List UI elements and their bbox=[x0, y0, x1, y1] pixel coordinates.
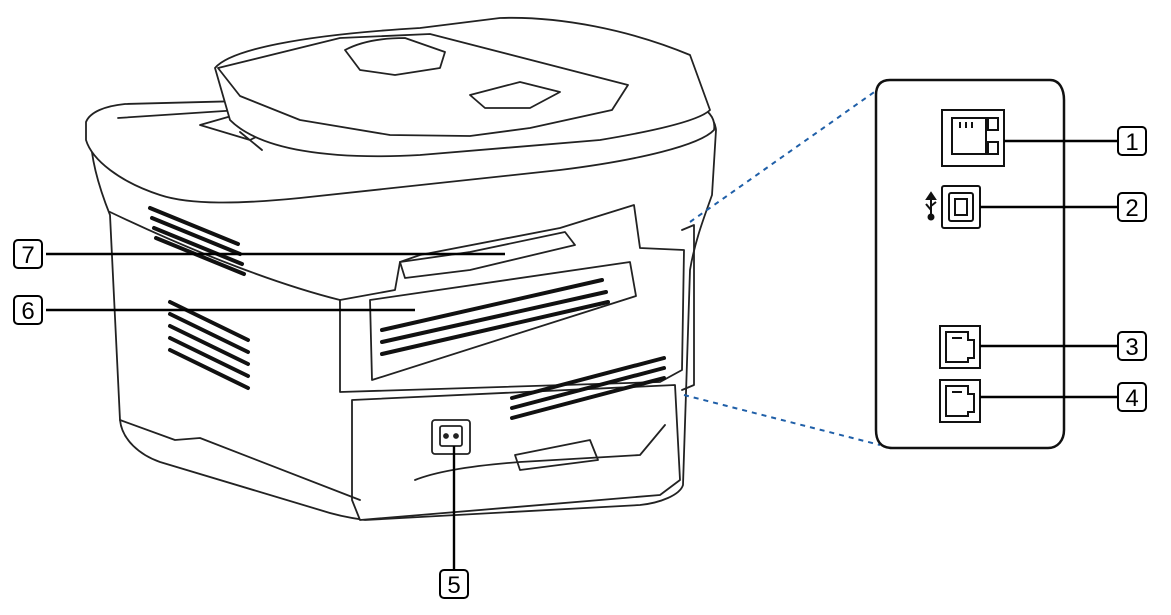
cassette-inner bbox=[414, 424, 666, 481]
callout-6: 6 bbox=[13, 295, 43, 325]
callout-label-5: 5 bbox=[447, 572, 460, 599]
zoom-guide-upper bbox=[689, 87, 881, 223]
power-pin-2 bbox=[453, 433, 459, 439]
usb-port-icon bbox=[941, 185, 981, 229]
adf-paper-tray bbox=[217, 33, 629, 137]
adf-output-stop bbox=[469, 81, 561, 109]
side-vents-upper bbox=[148, 206, 246, 276]
adf-guide bbox=[344, 37, 446, 76]
network-port-icon bbox=[941, 109, 1005, 167]
callout-leaders bbox=[46, 139, 1118, 570]
port-panel-outline bbox=[874, 78, 1066, 450]
usb-symbol-icon bbox=[925, 191, 937, 221]
callout-label-1: 1 bbox=[1125, 129, 1138, 156]
callout-box-1 bbox=[1117, 126, 1147, 156]
callout-5: 5 bbox=[439, 569, 469, 599]
callout-box-3 bbox=[1117, 331, 1147, 361]
callout-label-7: 7 bbox=[21, 242, 34, 269]
extension-telephone-socket-icon bbox=[939, 379, 981, 423]
rear-cover-slot-stripes bbox=[380, 278, 610, 356]
side-panel-edge bbox=[109, 211, 346, 391]
printer-base bbox=[119, 419, 361, 501]
callout-2: 2 bbox=[1117, 192, 1147, 222]
port-panel-zoom bbox=[874, 78, 1066, 450]
callout-label-4: 4 bbox=[1125, 385, 1138, 412]
right-edge-panel bbox=[681, 224, 695, 391]
callout-4: 4 bbox=[1117, 382, 1147, 412]
telephone-line-socket-icon bbox=[939, 325, 981, 369]
callout-box-6 bbox=[13, 295, 43, 325]
callout-box-7 bbox=[13, 239, 43, 269]
callout-7: 7 bbox=[13, 239, 43, 269]
callout-box-5 bbox=[439, 569, 469, 599]
rear-cover-slot bbox=[369, 261, 637, 381]
callout-label-6: 6 bbox=[21, 298, 34, 325]
power-receptacle-socket bbox=[439, 425, 463, 447]
zoom-guides bbox=[683, 87, 881, 446]
callout-3: 3 bbox=[1117, 331, 1147, 361]
callout-box-2 bbox=[1117, 192, 1147, 222]
zoom-guide-lower bbox=[683, 394, 881, 446]
side-vents-lower bbox=[168, 300, 250, 390]
paper-cassette bbox=[351, 384, 681, 521]
printer-illustration bbox=[85, 16, 717, 521]
cassette-vents bbox=[510, 356, 666, 420]
callout-label-2: 2 bbox=[1125, 195, 1138, 222]
power-pin-1 bbox=[443, 433, 449, 439]
callout-1: 1 bbox=[1117, 126, 1147, 156]
callout-box-4 bbox=[1117, 382, 1147, 412]
callout-label-3: 3 bbox=[1125, 334, 1138, 361]
cassette-handle bbox=[514, 439, 599, 471]
